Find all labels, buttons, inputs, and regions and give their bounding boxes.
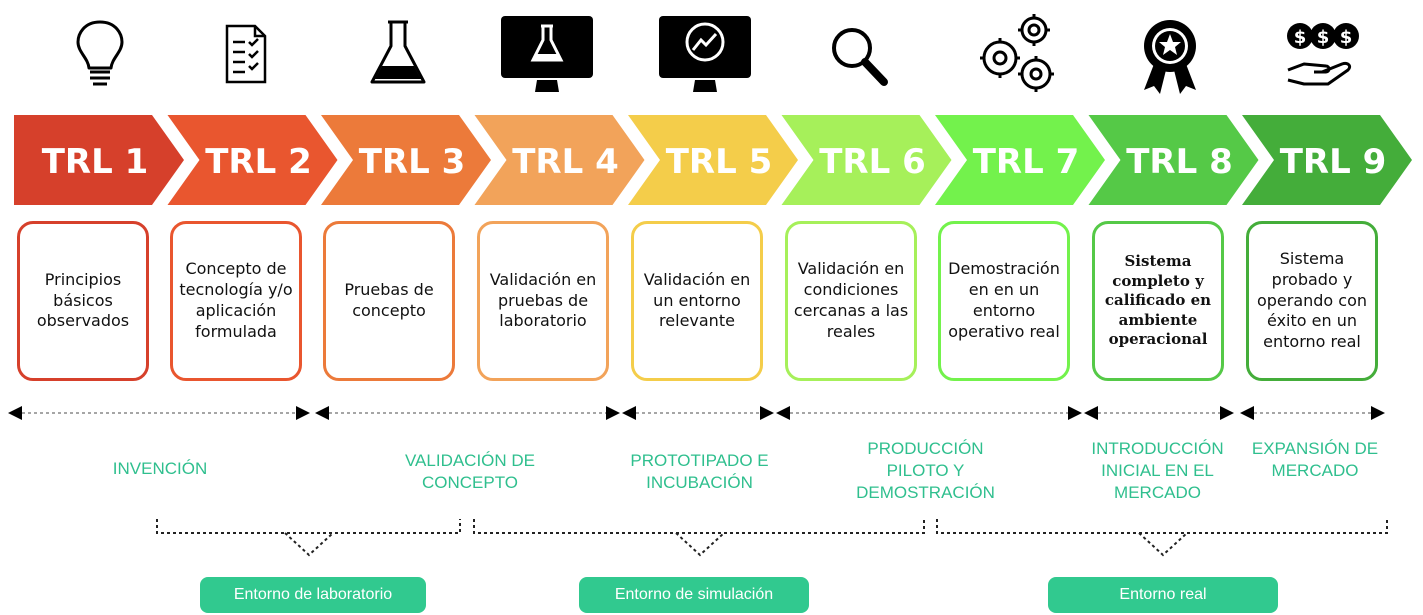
trl-7-description: Demostración en en un entorno operativo … [948, 259, 1060, 341]
trl-3-description: Pruebas de concepto [344, 280, 434, 320]
range-arrow-validacion [315, 404, 620, 422]
range-arrow-produccion [776, 404, 1082, 422]
trl-8-description: Sistema completo y calificado en ambient… [1104, 252, 1212, 349]
phase-introduccion-mercado: INTRODUCCIÓN INICIAL EN EL MERCADO [1091, 439, 1224, 503]
phase-validacion-concepto: VALIDACIÓN DE CONCEPTO [404, 451, 536, 493]
env-laboratorio-pill: Entorno de laboratorio [200, 577, 426, 613]
trl-1-chevron [14, 115, 184, 205]
phase-produccion-piloto: PRODUCCIÓN PILOTO Y DEMOSTRACIÓN [856, 439, 995, 503]
trl-6-label: TRL 6 [819, 142, 926, 182]
trl-8-card: Sistema completo y calificado en ambient… [1092, 221, 1224, 381]
money-hand-icon: $ $ $ [1278, 8, 1368, 98]
trl-8-label: TRL 8 [1126, 142, 1233, 182]
trl-2-description: Concepto de tecnología y/o aplicación fo… [179, 259, 293, 341]
trl-4-chevron [474, 115, 645, 205]
trl-7-chevron [935, 115, 1105, 205]
trl-8-chevron [1088, 115, 1259, 205]
trl-9-description: Sistema probado y operando con éxito en … [1256, 249, 1368, 352]
magnifier-icon [818, 8, 898, 98]
trl-9-label: TRL 9 [1280, 142, 1387, 182]
trl-5-description: Validación en un entorno relevante [643, 269, 751, 331]
trl-9-chevron [1242, 115, 1412, 205]
brace-simulacion [472, 517, 927, 559]
svg-text:$: $ [1294, 27, 1307, 48]
range-arrow-invencion [8, 404, 310, 422]
medal-icon [1130, 8, 1210, 98]
trl-4-card: Validación en pruebas de laboratorio [477, 221, 609, 381]
brace-laboratorio [155, 517, 463, 559]
range-arrow-prototipado [622, 404, 774, 422]
trl-4-label: TRL 4 [512, 142, 619, 182]
range-arrow-introduccion [1084, 404, 1234, 422]
trl-2-card: Concepto de tecnología y/o aplicación fo… [170, 221, 302, 381]
phase-prototipado: PROTOTIPADO E INCUBACIÓN [630, 451, 769, 493]
trl-4-description: Validación en pruebas de laboratorio [489, 269, 597, 331]
svg-text:$: $ [1317, 27, 1330, 48]
brace-real [935, 517, 1390, 559]
trl-5-chevron [628, 115, 798, 205]
trl-3-chevron [321, 115, 491, 205]
trl-1-description: Principios básicos observados [36, 269, 130, 331]
checklist-icon [205, 8, 285, 98]
trl-2-label: TRL 2 [205, 142, 312, 182]
trl-3-label: TRL 3 [359, 142, 466, 182]
lightbulb-icon [60, 8, 140, 98]
env-simulacion-pill: Entorno de simulación [579, 577, 809, 613]
phase-invencion: INVENCIÓN [112, 459, 208, 478]
monitor-flask-icon [497, 8, 597, 98]
trl-7-label: TRL 7 [973, 142, 1080, 182]
trl-5-card: Validación en un entorno relevante [631, 221, 763, 381]
trl-5-label: TRL 5 [666, 142, 773, 182]
trl-7-card: Demostración en en un entorno operativo … [938, 221, 1070, 381]
trl-6-description: Validación en condiciones cercanas a las… [793, 259, 909, 341]
trl-6-card: Validación en condiciones cercanas a las… [785, 221, 917, 381]
env-real-pill: Entorno real [1048, 577, 1278, 613]
trl-1-card: Principios básicos observados [17, 221, 149, 381]
trl-9-card: Sistema probado y operando con éxito en … [1246, 221, 1378, 381]
trl-3-card: Pruebas de concepto [323, 221, 455, 381]
range-arrow-expansion [1240, 404, 1385, 422]
phase-expansion-mercado: EXPANSIÓN DE MERCADO [1251, 439, 1379, 481]
trl-1-label: TRL 1 [42, 142, 149, 182]
svg-text:$: $ [1340, 27, 1353, 48]
monitor-chart-icon [655, 8, 755, 98]
trl-2-chevron [167, 115, 338, 205]
trl-chevron-row: TRL 1 TRL 2 TRL 3 TRL 4 TRL 5 TRL 6 TRL 7 TRL 8… [14, 115, 1412, 205]
flask-icon [358, 8, 438, 98]
gears-icon [972, 8, 1067, 98]
trl-6-chevron [781, 115, 952, 205]
